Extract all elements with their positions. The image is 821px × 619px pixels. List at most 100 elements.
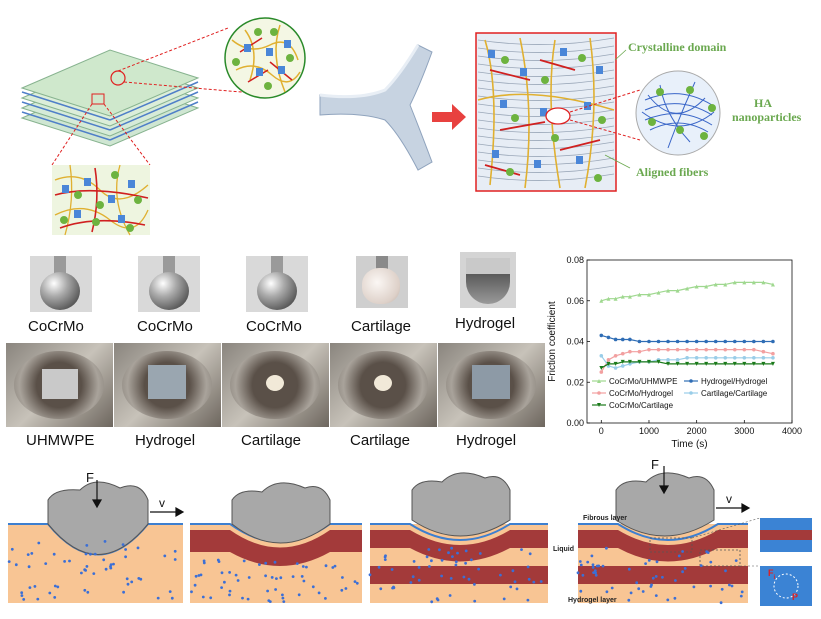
particle-dot [246, 597, 250, 601]
particle-dot [447, 551, 450, 555]
particle-dot [605, 590, 609, 594]
particle-dot [644, 562, 647, 565]
label-nanoparticles: nanoparticles [732, 110, 802, 124]
particle-dot [48, 591, 52, 595]
particle-dot [130, 580, 134, 584]
particle-dot [627, 598, 631, 602]
particle-dot [270, 576, 274, 579]
particle-dot [454, 560, 458, 564]
particle-dot [409, 581, 413, 584]
particle-dot [228, 589, 232, 593]
particle-dot [440, 558, 444, 562]
particle-dot [655, 560, 659, 564]
particle-dot [456, 551, 459, 555]
particle-dot [683, 567, 687, 570]
particle-dot [440, 574, 443, 578]
particle-dot [526, 565, 530, 569]
panel-uhmwpe [8, 481, 183, 603]
particle-dot [578, 560, 582, 563]
panel-cartilage [370, 472, 548, 603]
particle-dot [610, 586, 614, 590]
head-label-3: CoCrMo [246, 318, 302, 335]
particle-dot [104, 567, 108, 571]
particle-dot [102, 558, 106, 562]
particle-dot [168, 590, 172, 593]
particle-dot [462, 575, 466, 579]
particle-dot [649, 585, 653, 588]
particle-dot [291, 575, 295, 578]
particle-dot [576, 571, 580, 575]
particle-dot [89, 552, 92, 556]
base-label-2: Hydrogel [135, 432, 196, 449]
photo-base-cartilage-2 [330, 343, 437, 427]
particle-dot [435, 597, 439, 601]
particle-dot [739, 594, 743, 598]
particle-dot [53, 596, 57, 599]
particle-dot [509, 585, 513, 589]
particle-dot [36, 597, 40, 601]
particle-dot [242, 559, 246, 563]
label-liquid: Liquid [553, 546, 574, 553]
particle-dot [527, 577, 531, 581]
particle-dot [273, 560, 277, 564]
particle-dot [586, 560, 590, 564]
particle-dot [125, 577, 129, 581]
particle-dot [27, 565, 31, 569]
particle-dot [63, 560, 66, 563]
particle-dot [591, 566, 595, 569]
velocity-label-1: v [159, 496, 165, 510]
particle-dot [193, 583, 197, 587]
zoom-circle-network [224, 17, 306, 99]
particle-dot [392, 585, 395, 589]
particle-dot [720, 587, 724, 591]
particle-dot [275, 577, 278, 580]
particle-dot [209, 596, 213, 600]
particle-dot [478, 552, 482, 555]
particle-dot [220, 586, 224, 589]
photo-head-cartilage [356, 256, 408, 308]
particle-dot [591, 563, 595, 567]
particle-dot [26, 553, 30, 556]
particle-dot [635, 581, 639, 585]
particle-dot [464, 549, 468, 553]
particle-dot [20, 594, 24, 597]
particle-dot [85, 544, 89, 547]
particle-dot [236, 579, 240, 582]
particle-dot [427, 548, 431, 551]
particle-dot [467, 577, 471, 581]
particle-dot [268, 600, 272, 603]
particle-dot [379, 587, 383, 591]
base-label-3: Cartilage [241, 432, 302, 449]
force-label-2: F [651, 457, 659, 472]
particle-dot [220, 571, 224, 575]
particle-dot [740, 590, 744, 594]
particle-dot [605, 546, 608, 550]
particle-dot [539, 580, 543, 583]
particle-dot [384, 554, 387, 558]
force-label-1: F [86, 470, 94, 485]
force-arrow-2 [658, 466, 751, 514]
particle-dot [311, 585, 315, 589]
particle-dot [430, 600, 434, 604]
particle-dot [502, 597, 506, 601]
particle-dot [724, 569, 727, 573]
particle-dot [124, 548, 127, 551]
particle-dot [30, 552, 34, 555]
particle-dot [473, 599, 477, 603]
particle-dot [83, 568, 87, 572]
particle-dot [112, 562, 115, 566]
base-label-1: UHMWPE [26, 432, 95, 449]
particle-dot [673, 596, 677, 600]
label-aligned-fibers: Aligned fibers [636, 165, 709, 179]
particle-dot [228, 593, 231, 597]
particle-dot [528, 552, 532, 556]
label-ha: HA [754, 96, 772, 110]
particle-dot [20, 591, 24, 595]
particle-dot [692, 585, 696, 589]
particle-dot [317, 591, 321, 595]
particle-dot [341, 576, 344, 579]
particle-dot [681, 550, 684, 553]
particle-dot [674, 579, 677, 582]
